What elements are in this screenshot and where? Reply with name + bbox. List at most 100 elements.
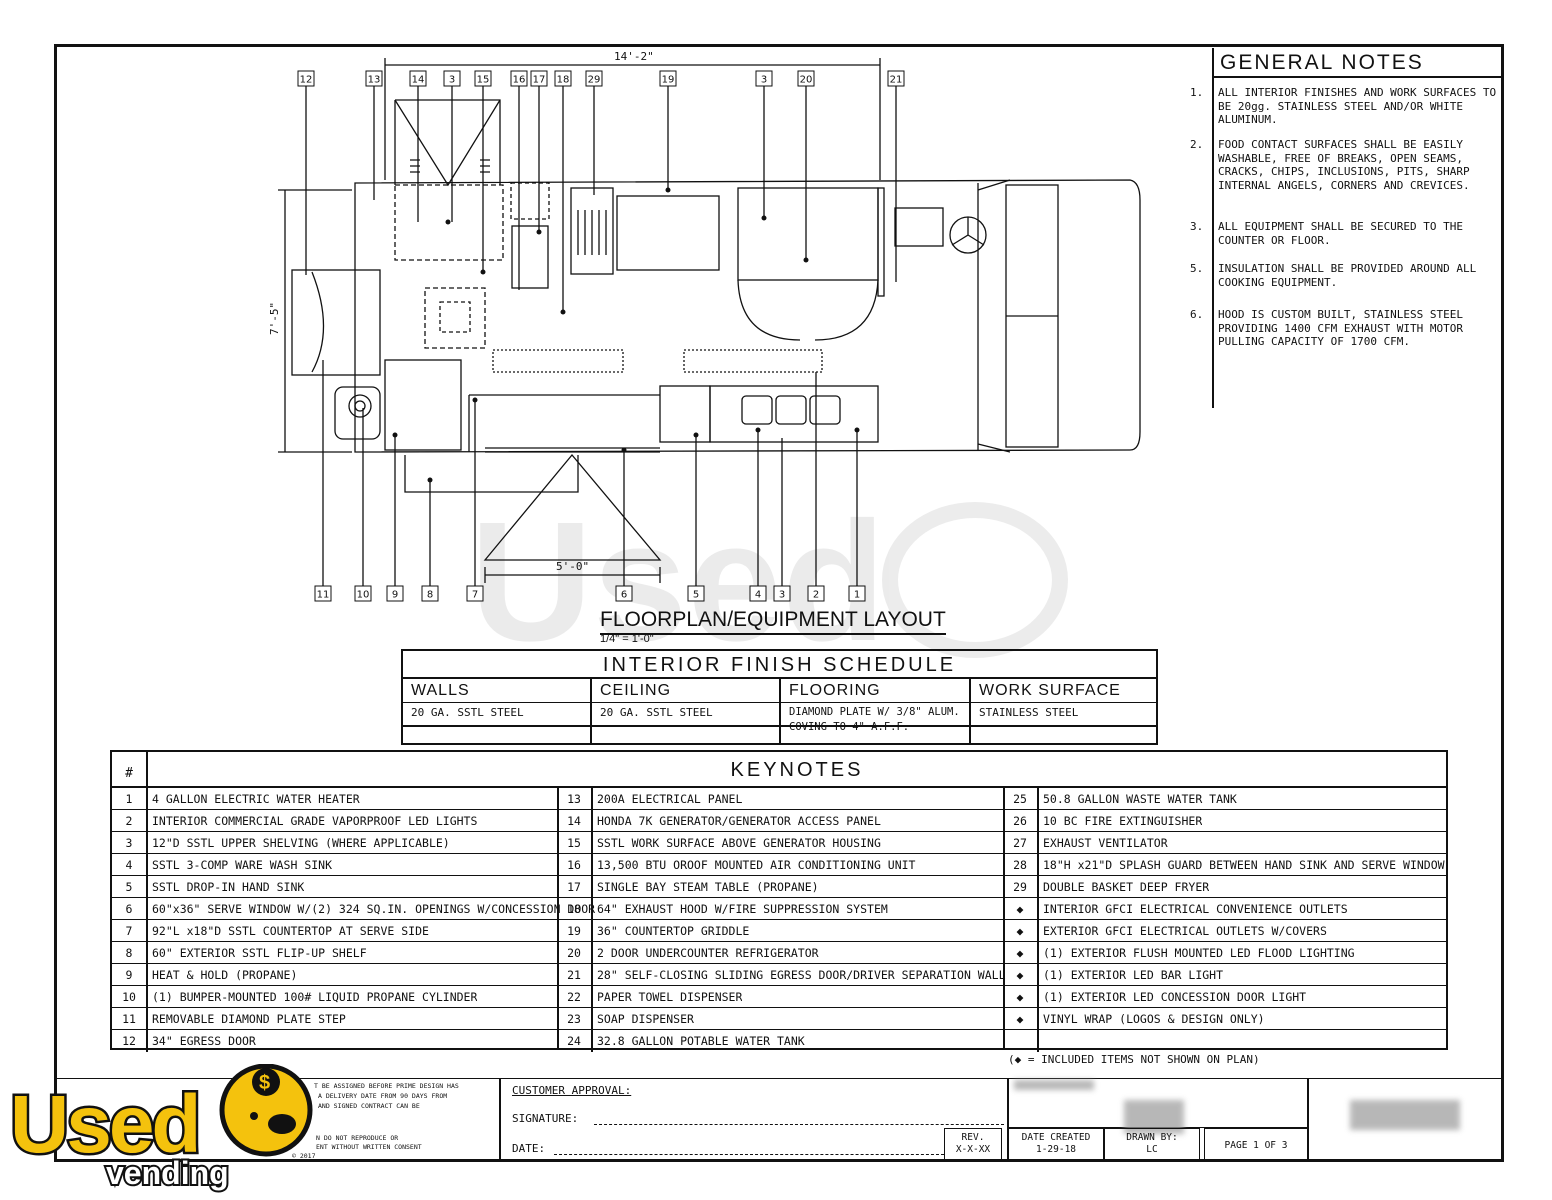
interior-finish-schedule: INTERIOR FINISH SCHEDULE WALLS 20 GA. SS… [401,649,1158,745]
fine-print-5: ENT WITHOUT WRITTEN CONSENT [316,1143,422,1151]
callout-tag-box [615,585,633,602]
keynote-text: SSTL DROP-IN HAND SINK [152,880,305,894]
floorplan-scale: 1/4" = 1'-0" [600,633,654,645]
callout-tag-box [474,70,492,87]
dimension-line-window [484,567,661,583]
refrigerator [737,187,879,281]
keynote-text: 64" EXHAUST HOOD W/FIRE SUPPRESSION SYST… [597,902,888,916]
general-note-text: HOOD IS CUSTOM BUILT, STAINLESS STEEL PR… [1218,308,1464,349]
general-note-number: 6. [1190,308,1204,321]
drawn-by-label: DRAWN BY: [1126,1132,1178,1143]
keynote-text: INTERIOR COMMERCIAL GRADE VAPORPROOF LED… [152,814,478,828]
keynote-text: SINGLE BAY STEAM TABLE (PROPANE) [597,880,819,894]
callout-tag-box [314,585,332,602]
keynote-row: ◆VINYL WRAP (LOGOS & DESIGN ONLY) [1003,1008,1446,1030]
keynote-number: 21 [557,964,593,986]
finish-value: 20 GA. SSTL STEEL [411,706,524,719]
keynote-number: 19 [557,920,593,942]
truck-body-outline [354,179,1141,453]
keynote-number: 1 [112,788,148,810]
logo-word: Used [10,1079,199,1170]
ware-wash-sink [709,385,879,443]
customer-approval-box [500,1078,1008,1162]
callout-tag-box [687,585,705,602]
finish-value: STAINLESS STEEL [979,706,1079,719]
finish-col-work-surface: WORK SURFACE STAINLESS STEEL [971,679,1156,745]
keynote-text: 10 BC FIRE EXTINGUISHER [1043,814,1203,828]
keynote-number: 13 [557,788,593,810]
hand-sink [659,385,711,443]
general-note-number: 3. [1190,220,1204,233]
drawing-sheet-border [54,44,1504,1162]
signature-label: SIGNATURE: [512,1112,579,1125]
general-note-text: FOOD CONTACT SURFACES SHALL BE EASILY WA… [1218,138,1470,192]
keynote-text: EXTERIOR GFCI ELECTRICAL OUTLETS W/COVER… [1043,924,1327,938]
callout-tag-label: 17 [533,75,546,86]
keynote-text: 200A ELECTRICAL PANEL [597,792,743,806]
keynote-text: 60"x36" SERVE WINDOW W/(2) 324 SQ.IN. OP… [152,902,596,916]
general-note-text: ALL INTERIOR FINISHES AND WORK SURFACES … [1218,86,1497,127]
general-note-text: ALL EQUIPMENT SHALL BE SECURED TO THE CO… [1218,220,1464,247]
callout-tag-box [365,70,383,87]
exhaust-hood-right [683,349,823,373]
callout-tag-label: 4 [755,590,761,601]
griddle [616,195,720,271]
callout-tag-box [848,585,866,602]
date-line[interactable] [554,1154,944,1155]
keynote-text: 13,500 BTU OROOF MOUNTED AIR CONDITIONIN… [597,858,916,872]
dimension-line-top [384,58,881,180]
callout-tag-box [887,70,905,87]
keynote-text: (1) EXTERIOR LED BAR LIGHT [1043,968,1224,982]
callout-tag-label: 9 [392,590,398,601]
fine-print-4: N DO NOT REPRODUCE OR [316,1134,399,1142]
rev-value: X-X-XX [955,1144,991,1155]
callout-tag-box [421,585,439,602]
dimension-side-label: 7'-5" [268,302,281,335]
keynote-number: ◆ [1003,964,1039,986]
callout-tag-label: 21 [890,75,903,86]
finish-col-flooring: FLOORING DIAMOND PLATE W/ 3/8" ALUM. COV… [781,679,971,745]
keynote-row: ◆(1) EXTERIOR LED CONCESSION DOOR LIGHT [1003,986,1446,1008]
keynote-number: 18 [557,898,593,920]
callout-tag-label: 16 [513,75,526,86]
dimension-line-side [278,189,352,453]
finish-header: CEILING [592,679,779,703]
keynote-number [1003,1030,1039,1052]
callout-tag-box [749,585,767,602]
keynote-row: ◆ (1) EXTERIOR LED BAR LIGHT [1003,964,1446,986]
keynote-number: ◆ [1003,1008,1039,1030]
title-block: T BE ASSIGNED BEFORE PRIME DESIGN HAS A … [54,1074,1504,1162]
keynote-number: 24 [557,1030,593,1052]
page-number: PAGE 1 OF 3 [1224,1140,1288,1151]
keynote-text: SOAP DISPENSER [597,1012,694,1026]
keynote-number: 25 [1003,788,1039,810]
callout-tag-label: 3 [761,75,767,86]
ac-unit [424,287,486,349]
keynote-number: 4 [112,854,148,876]
general-notes-rule [1212,78,1214,408]
rev-box [944,1128,1002,1162]
signature-line[interactable] [594,1124,1004,1125]
keynote-text: SSTL 3-COMP WARE WASH SINK [152,858,333,872]
rev-label: REV. [961,1132,985,1143]
finish-value: DIAMOND PLATE W/ 3/8" ALUM. COVING TO 4"… [789,706,960,733]
keynote-row: 4 SSTL 3-COMP WARE WASH SINK [112,854,557,876]
general-note-number: 1. [1190,86,1204,99]
exhaust-hood-left [492,349,624,373]
callout-tag-label: 12 [300,75,313,86]
keynote-number: 15 [557,832,593,854]
keynote-text: 92"L x18"D SSTL COUNTERTOP AT SERVE SIDE [152,924,429,938]
date-created-value: 1-29-18 [1035,1144,1077,1155]
keynote-text: DOUBLE BASKET DEEP FRYER [1043,880,1210,894]
logo-coin-icon [252,1068,280,1096]
